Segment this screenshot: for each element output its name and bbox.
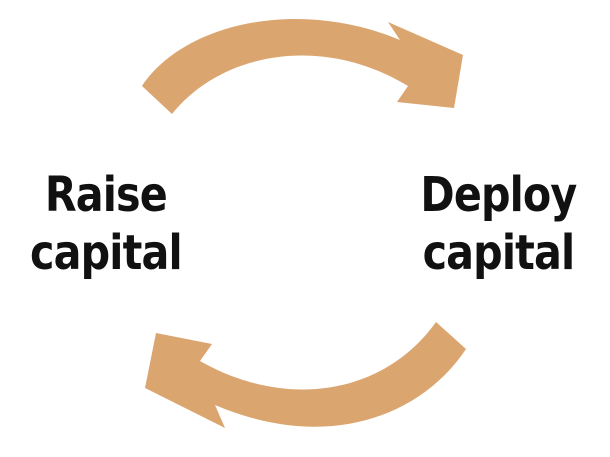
node-deploy-capital-line2: capital: [422, 225, 575, 281]
node-deploy-capital: Deploy capital: [419, 166, 577, 282]
node-deploy-capital-line1: Deploy: [419, 167, 577, 223]
node-raise-capital-line2: capital: [30, 225, 183, 281]
node-raise-capital-line1: Raise: [44, 167, 168, 223]
curved-arrow-right-icon: [142, 19, 463, 114]
curved-arrow-left-icon: [145, 322, 466, 428]
node-raise-capital: Raise capital: [30, 166, 183, 282]
